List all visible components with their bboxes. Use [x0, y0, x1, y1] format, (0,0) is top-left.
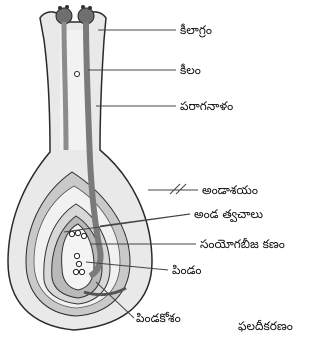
- label-embryo-sac: పిండకోశం: [136, 311, 181, 325]
- label-style: కీలం: [180, 63, 201, 77]
- synergid-nucleus: [75, 230, 80, 235]
- tube-nucleus: [75, 72, 80, 77]
- pollen-grain: [58, 6, 62, 10]
- pollen-grain: [81, 5, 85, 9]
- antipodal-nucleus: [81, 233, 86, 238]
- label-integuments: అండ త్వచాలు: [194, 207, 263, 223]
- polar-nucleus: [74, 253, 79, 258]
- stigma-lobe-left: [56, 8, 72, 24]
- label-ovary: అండాశయం: [202, 183, 258, 197]
- egg-nucleus: [73, 269, 78, 274]
- polar-nucleus: [76, 261, 81, 266]
- pollen-grain: [88, 6, 92, 10]
- label-pollen-tube: పరాగనాళం: [180, 99, 233, 113]
- label-stigma: కీలాగ్రం: [180, 23, 212, 38]
- label-zygote-nucleus: సంయోగబీజ కణం: [200, 237, 285, 251]
- stigma-lobes: [56, 5, 94, 24]
- stigma-lobe-right: [78, 8, 94, 24]
- pollen-tube-left: [64, 22, 66, 150]
- synergid-nucleus: [69, 231, 74, 236]
- label-ovule: పిండం: [172, 263, 201, 277]
- egg-nucleus: [79, 269, 84, 274]
- pistil: [8, 12, 152, 330]
- figure-caption: ఫలదీకరణం: [238, 319, 293, 333]
- pollen-grain: [65, 5, 69, 9]
- leader-ovary-break: [170, 184, 186, 194]
